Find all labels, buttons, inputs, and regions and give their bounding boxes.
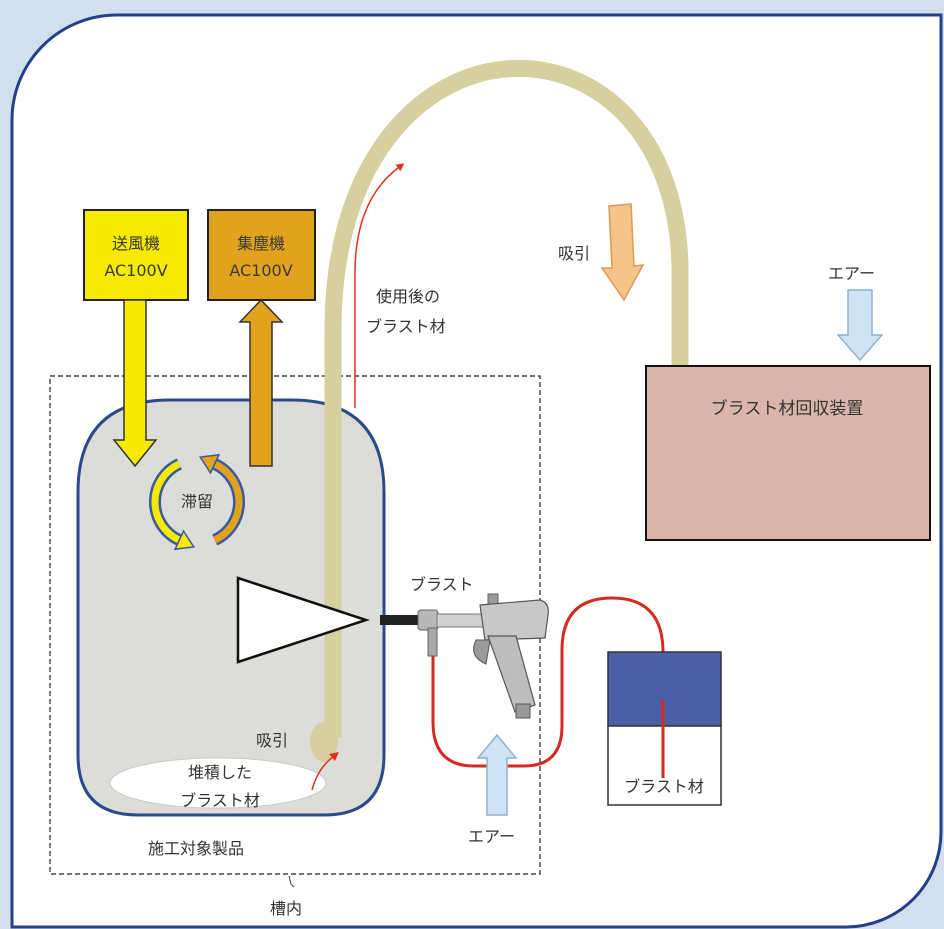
gun-top-knob <box>487 593 499 605</box>
gun-body <box>479 599 549 641</box>
blast-label: ブラスト <box>410 575 474 594</box>
deposited-label-line2: ブラスト材 <box>180 791 260 810</box>
gun-barrel <box>436 613 488 628</box>
suction-hose-inlet <box>310 722 338 762</box>
blast-hose <box>431 596 665 778</box>
exhaust-arrow <box>238 298 284 467</box>
air-inlet-arrow-top <box>836 289 884 362</box>
chamber-label-tick <box>288 875 295 888</box>
deposited-media-pile <box>109 757 327 809</box>
collector-spec: AC100V <box>229 261 292 280</box>
circulation-arrowhead-right <box>198 453 221 475</box>
suction-bottom-label: 吸引 <box>256 731 288 750</box>
used-media-label-line2: ブラスト材 <box>366 317 446 336</box>
used-media-label-line1: 使用後の <box>376 287 440 306</box>
product-label: 施工対象製品 <box>148 839 244 858</box>
blast-gun-icon <box>380 593 549 719</box>
media-tank-label: ブラスト材 <box>624 777 704 796</box>
air-supply-arrow <box>112 299 158 468</box>
used-media-flow-arrow <box>354 167 399 408</box>
circulation-arc-right <box>213 460 243 544</box>
media-recovery-unit <box>645 365 931 541</box>
suction-inlet-arrow <box>311 756 334 791</box>
blower-spec: AC100V <box>104 261 167 280</box>
gun-nozzle <box>380 615 420 625</box>
recovery-unit-label: ブラスト材回収装置 <box>711 398 864 419</box>
blower-name: 送風機 <box>112 234 160 253</box>
collector-name: 集塵機 <box>237 234 285 253</box>
blower-box <box>83 209 189 301</box>
suction-hose <box>324 60 689 738</box>
dust-collector-box <box>207 209 316 301</box>
retention-label: 滞留 <box>181 492 213 511</box>
used-media-flow-arrowhead <box>395 163 405 172</box>
gun-trigger <box>473 639 491 665</box>
gun-hose-fitting <box>427 627 438 657</box>
gun-coupling <box>417 609 439 631</box>
suction-arrow-top <box>600 203 645 302</box>
air-bottom-label: エアー <box>468 827 515 846</box>
suction-inlet-arrowhead <box>329 752 339 761</box>
gun-air-inlet <box>515 703 531 719</box>
chamber-label: 槽内 <box>270 899 302 918</box>
circulation-arrowhead-left <box>173 529 196 551</box>
air-top-label: エアー <box>828 264 875 283</box>
deposited-label-line1: 堆積した <box>188 763 252 782</box>
suction-top-label: 吸引 <box>558 244 590 263</box>
circulation-arrows-icon <box>148 453 246 551</box>
blast-spray-cone <box>236 576 371 664</box>
circulation-arc-left <box>151 460 181 544</box>
air-inlet-arrow-bottom <box>476 733 518 816</box>
gun-handle <box>487 635 536 713</box>
